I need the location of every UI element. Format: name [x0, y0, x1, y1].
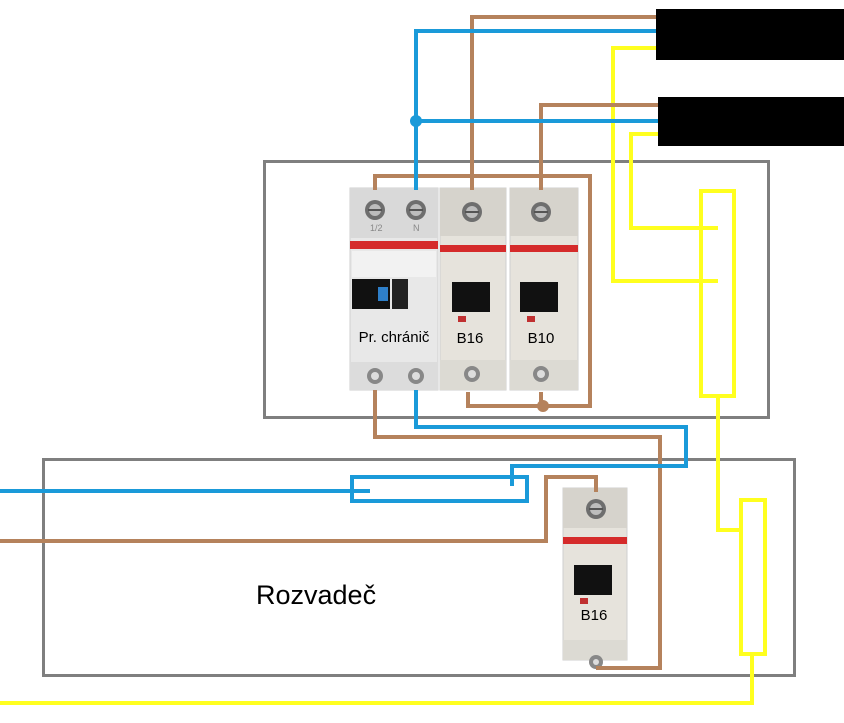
breaker-1-label: B16 — [456, 330, 484, 347]
rcd-label: Pr. chránič — [358, 329, 430, 346]
redacted-block-bottom — [658, 97, 844, 146]
redacted-block-top — [656, 9, 844, 60]
pe-wires — [0, 46, 767, 705]
breaker-2-device — [509, 187, 579, 391]
phase-wires — [0, 15, 662, 670]
distribution-board-label: Rozvadeč — [256, 580, 377, 610]
neutral-junction-dot — [410, 115, 422, 127]
breaker-3-device — [562, 487, 628, 669]
breaker-2-label: B10 — [527, 330, 555, 347]
upper-enclosure — [263, 160, 770, 419]
phase-junction-dot — [537, 400, 549, 412]
distribution-board-enclosure — [42, 458, 796, 677]
svg-text:1/2: 1/2 — [370, 223, 383, 233]
breaker-1-device — [439, 187, 507, 391]
svg-text:N: N — [413, 223, 420, 233]
neutral-wires — [0, 29, 688, 503]
breaker-3-label: B16 — [580, 607, 608, 624]
rcd-device: 1/2 N — [349, 187, 439, 391]
